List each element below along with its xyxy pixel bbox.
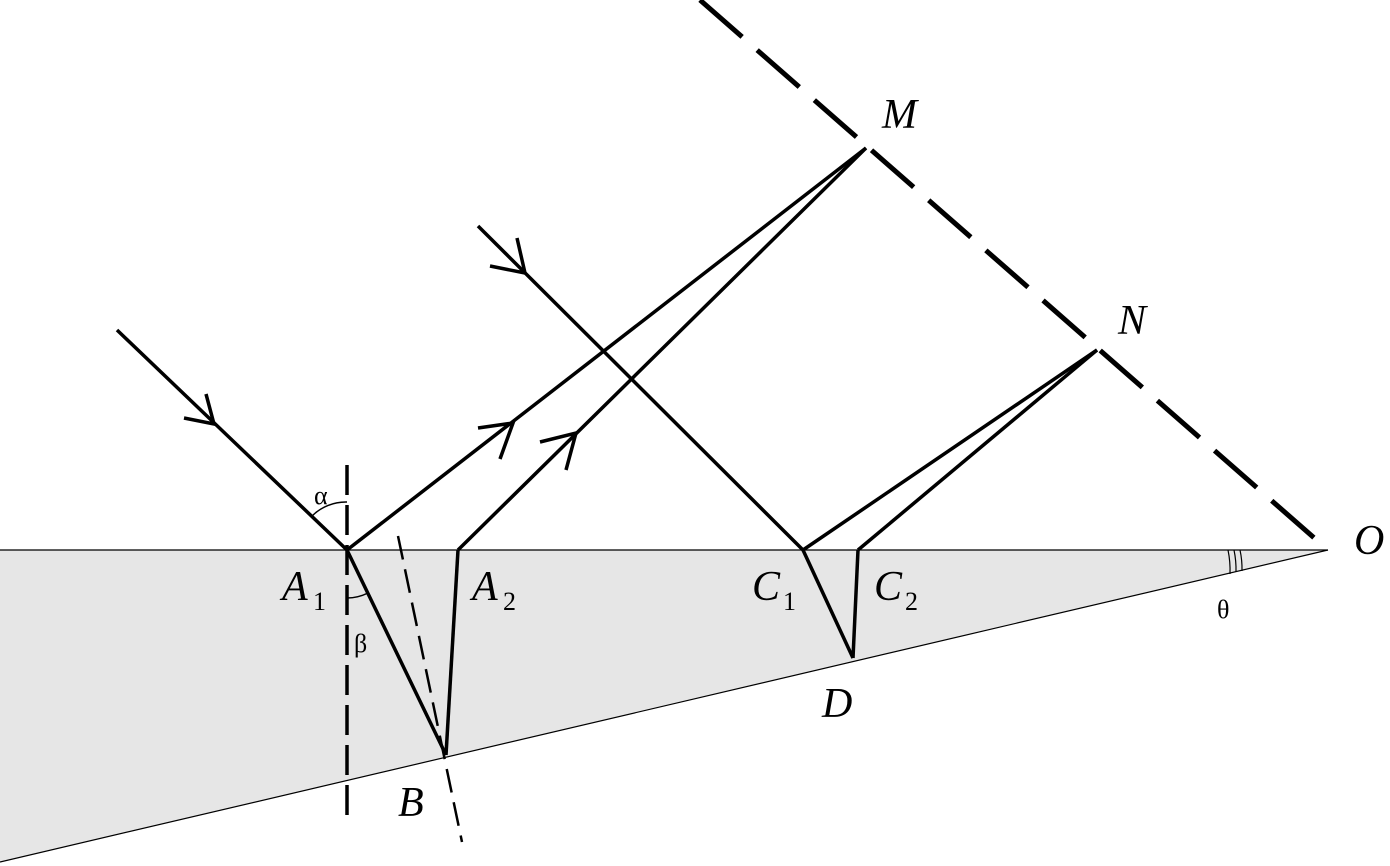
- refracted-ray-a1-b: [345, 549, 448, 756]
- label-m: M: [881, 92, 919, 138]
- label-alpha: α: [314, 481, 328, 510]
- arrow-incident-2: [489, 237, 528, 276]
- label-theta: θ: [1217, 595, 1229, 624]
- angle-arc-alpha: [311, 501, 348, 517]
- label-o: O: [1354, 518, 1384, 564]
- label-beta: β: [354, 629, 367, 658]
- label-c1: C: [752, 564, 781, 610]
- label-n: N: [1117, 298, 1148, 344]
- label-a2: A: [469, 564, 498, 610]
- label-d: D: [821, 681, 852, 727]
- screen-dashed-line: [698, 0, 1330, 552]
- emergent-ray-a2-m: [456, 146, 868, 552]
- label-c2: C: [874, 564, 903, 610]
- label-c2-subscript: 2: [905, 587, 918, 616]
- wedge-bottom-surface: [0, 549, 1329, 863]
- angle-arc-beta: [346, 592, 369, 599]
- angle-arc-theta-1: [1227, 549, 1231, 575]
- label-a2-subscript: 2: [503, 587, 516, 616]
- angle-arc-theta-2: [1233, 549, 1237, 573]
- reflected-ray-d-c2: [851, 549, 860, 659]
- incident-ray-2: [476, 224, 805, 552]
- refracted-ray-c1-d: [801, 549, 855, 659]
- reflected-ray-b-a2: [444, 549, 460, 756]
- reflected-ray-a1-m: [345, 146, 868, 552]
- arrow-emergent-a2: [539, 430, 579, 471]
- label-c1-subscript: 1: [783, 587, 796, 616]
- normal-at-b: [396, 535, 464, 843]
- arrow-reflected-a1: [477, 420, 516, 460]
- label-b: B: [398, 780, 424, 826]
- arrow-incident-1: [183, 393, 217, 427]
- incident-ray-1: [115, 328, 349, 552]
- label-a1-subscript: 1: [313, 587, 326, 616]
- angle-arc-theta-3: [1239, 549, 1243, 572]
- emergent-ray-c2-n: [856, 348, 1099, 552]
- reflected-ray-c1-n: [802, 348, 1098, 552]
- label-a1: A: [279, 564, 308, 610]
